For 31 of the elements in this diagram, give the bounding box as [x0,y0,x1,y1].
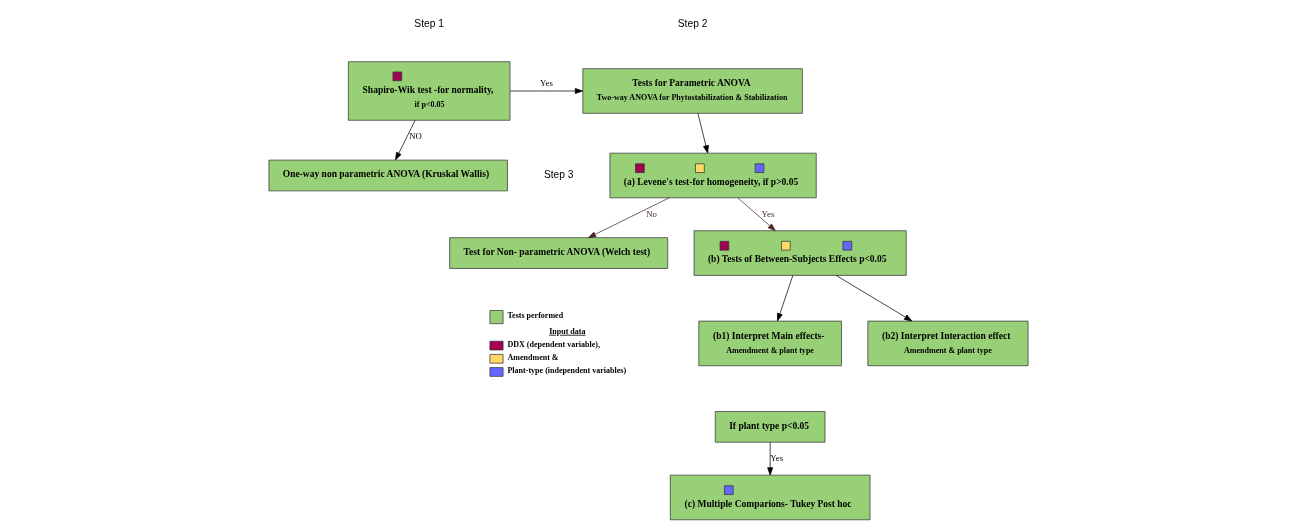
node-box: (c) Multiple Comparions- Tukey Post hoc [669,474,870,521]
arrow [587,197,670,239]
arrow [766,441,773,476]
label: Step 2 [677,18,707,30]
node-box: (b1) Interpret Main effects- Amendment & plant type [697,320,842,367]
edge-label: No [645,208,657,219]
arrow [736,197,776,232]
node-box: One-way non parametric ANOVA (Kruskal Wallis) [268,159,508,192]
legend-label: DDX (dependent variable), [506,339,600,349]
edge-label: NO [408,130,422,141]
arrow [509,88,583,94]
arrow [835,275,912,322]
label: Step 3 [543,169,573,181]
node-box: (b2) Interpret Interaction effect Amendment & plant type [866,320,1028,367]
arrow [697,112,709,154]
node-box: Shapiro-Wik test -for normality, if p<0.05 [347,61,510,121]
node-box: Tests for Parametric ANOVA Two-way ANOVA for Phytostabilization & Stabilization [581,68,803,114]
edge-label: Yes [761,208,774,219]
node-box: (a) Levene's test-for homogeneity, if p>0.05 [609,152,817,199]
node-box: Test for Non- parametric ANOVA (Welch test) [448,237,668,269]
edge-label: Yes [539,78,553,89]
arrow [394,119,415,161]
arrow [776,275,793,322]
legend-label: Tests performed [506,311,563,321]
node-box: (b) Tests of Between-Subjects Effects p<0.05 [693,230,907,276]
legend-label: Plant-type (independent variables) [506,366,626,376]
edge-label: Yes [769,452,783,463]
node-box: If plant type p<0.05 [714,411,825,443]
legend-label: Amendment & [506,353,559,363]
label: Step 1 [413,18,444,30]
label: Input data [548,326,586,336]
